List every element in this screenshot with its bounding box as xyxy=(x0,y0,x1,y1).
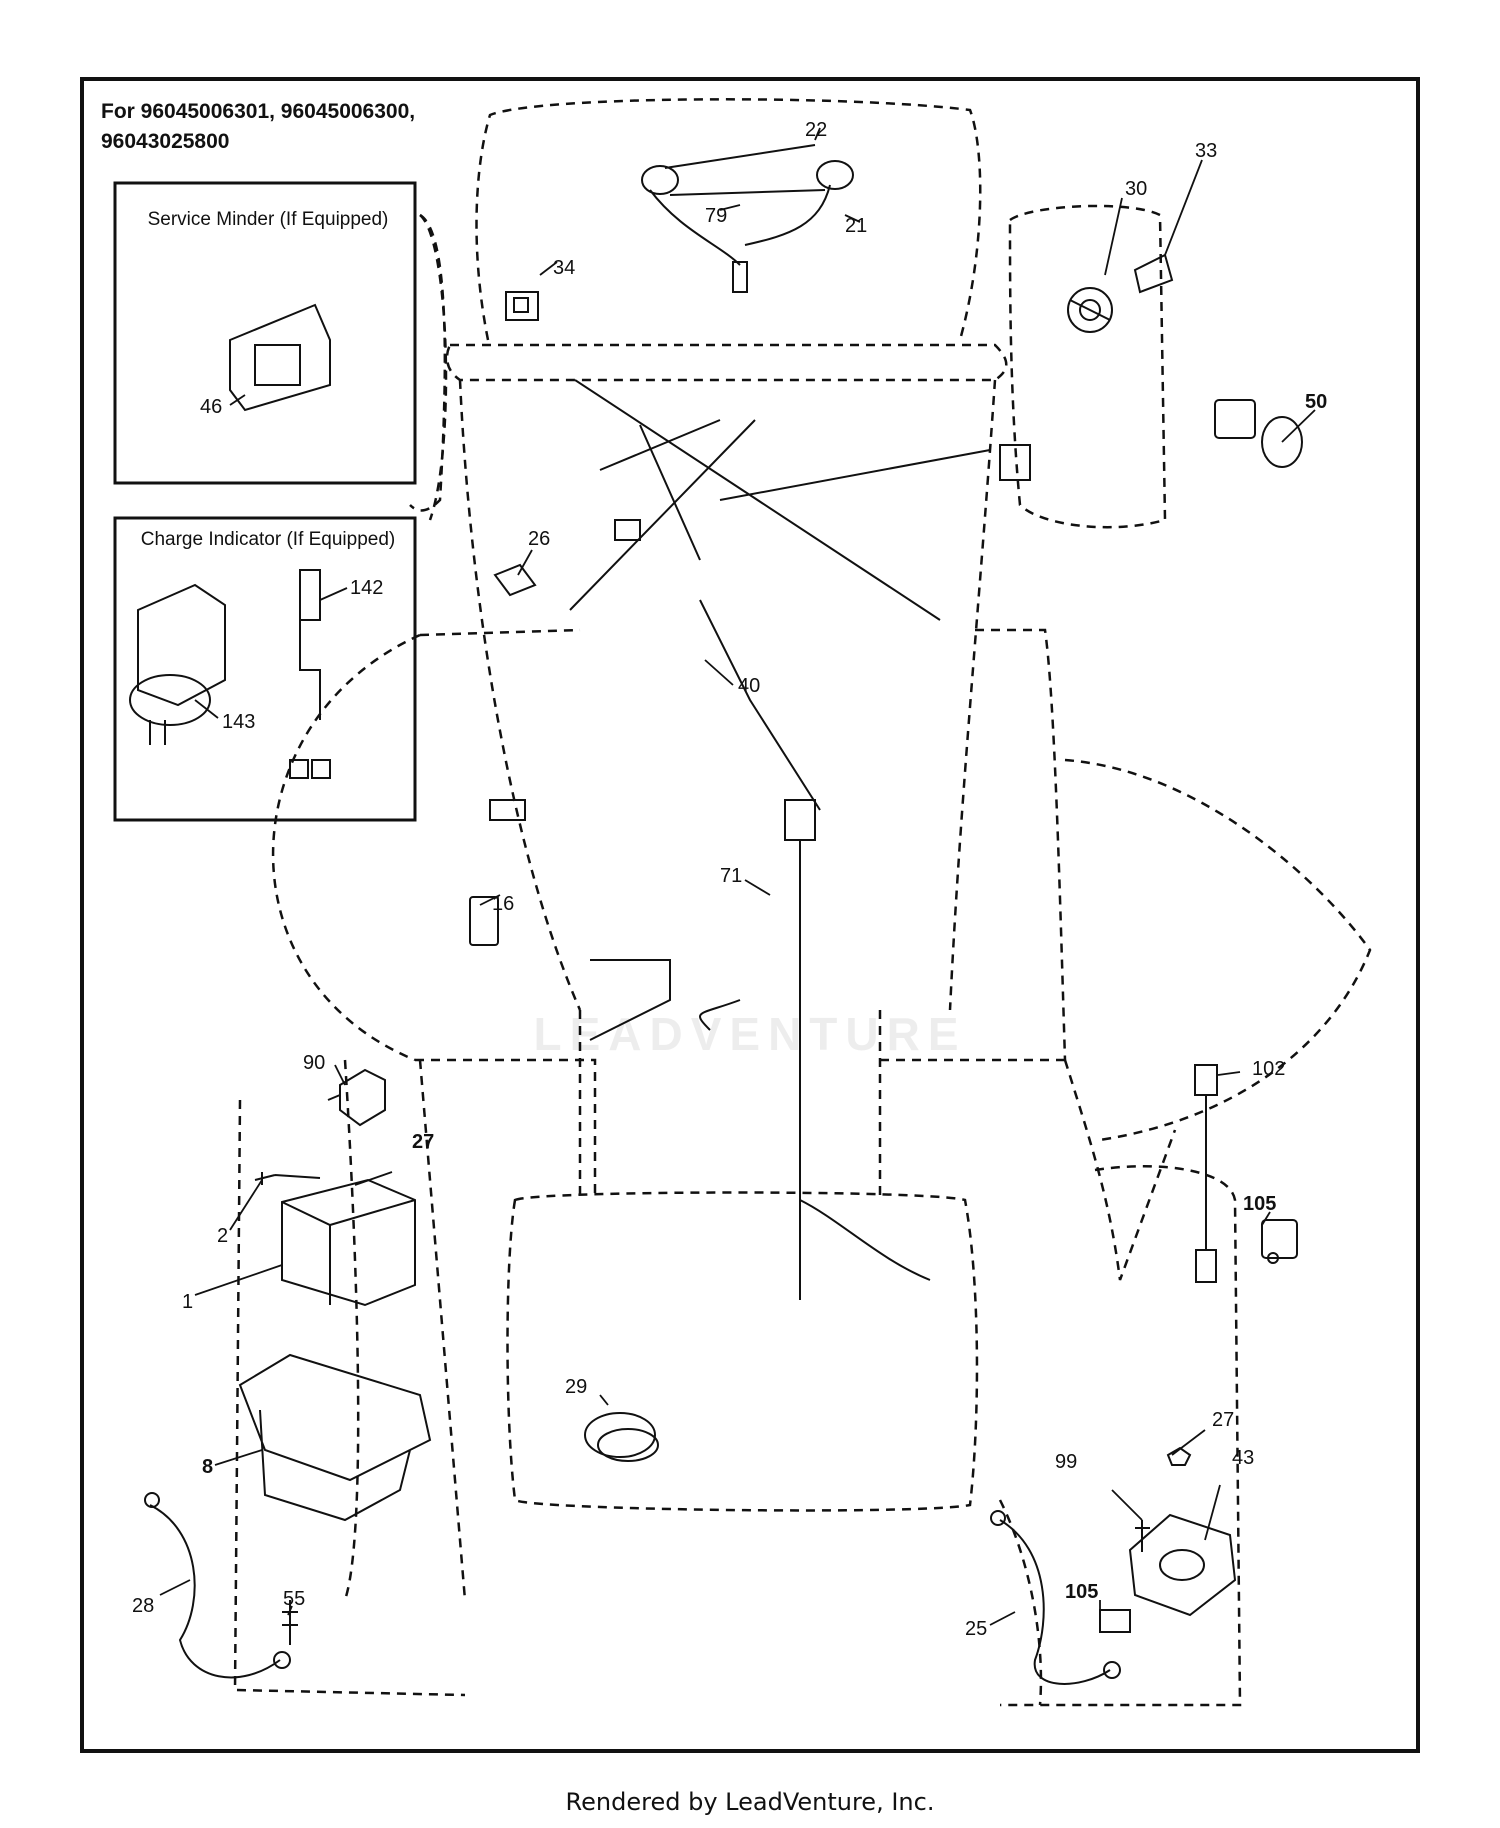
watermark: LEADVENTURE xyxy=(533,1008,966,1060)
callout-90: 90 xyxy=(303,1052,325,1074)
callout-21: 21 xyxy=(845,215,867,237)
charge-indicator-box xyxy=(113,516,417,822)
callout-99: 99 xyxy=(1055,1451,1077,1473)
model-numbers-title: For 96045006301, 96045006300, 9604302580… xyxy=(101,100,416,153)
callout-34: 34 xyxy=(553,257,575,279)
diagram-frame xyxy=(80,77,1420,1753)
callout-25: 25 xyxy=(965,1618,987,1640)
callout-30: 30 xyxy=(1125,178,1147,200)
solenoid-part-105 xyxy=(1261,1219,1298,1264)
starter-part-43 xyxy=(1128,1513,1237,1617)
callout-2: 2 xyxy=(217,1225,228,1247)
callout-40: 40 xyxy=(738,675,760,697)
callout-50: 50 xyxy=(1305,391,1327,413)
service-minder-title: Service Minder (If Equipped) xyxy=(148,209,389,230)
parts-drawing xyxy=(129,144,1303,1685)
callout-105-upper: 105 xyxy=(1243,1193,1276,1215)
ignition-switch-part xyxy=(1067,287,1113,333)
battery-tray-part-8 xyxy=(238,1353,432,1522)
part-callouts: 22 79 21 34 30 33 50 46 142 143 26 40 71… xyxy=(132,119,1327,1640)
diode-part-90 xyxy=(327,1068,386,1127)
clutch-switch-part xyxy=(505,291,539,321)
charge-indicator-part xyxy=(129,583,226,745)
cable-part-25 xyxy=(990,1510,1121,1685)
bolt-part-99 xyxy=(1135,1520,1150,1552)
leader-lines xyxy=(159,127,1316,1626)
harness-part-71 xyxy=(589,799,931,1300)
connector-part-105b xyxy=(1099,1609,1131,1633)
callout-16: 16 xyxy=(492,893,514,915)
charge-indicator-title: Charge Indicator (If Equipped) xyxy=(141,529,396,550)
nut-part-27b xyxy=(1166,1446,1192,1466)
service-minder-box xyxy=(113,181,417,485)
main-harness-part-40 xyxy=(489,379,1031,821)
service-minder-part xyxy=(229,303,331,412)
callout-79: 79 xyxy=(705,205,727,227)
footer-credit: Rendered by LeadVenture, Inc. xyxy=(565,1788,935,1816)
callout-27-top: 27 xyxy=(412,1131,434,1153)
cable-part-28 xyxy=(144,1492,291,1679)
switch-part-33 xyxy=(1133,253,1174,294)
fuse-holder-part-102 xyxy=(1194,1064,1218,1283)
callout-46: 46 xyxy=(200,396,222,418)
callout-28: 28 xyxy=(132,1595,154,1617)
callout-105-lower: 105 xyxy=(1065,1581,1098,1603)
callout-102: 102 xyxy=(1252,1058,1285,1080)
pto-switch-part xyxy=(1214,399,1303,468)
tractor-outline xyxy=(233,98,1372,1707)
battery-bolt-part-2 xyxy=(254,1172,321,1185)
connector-part-16 xyxy=(469,896,499,946)
headlight-harness-part xyxy=(641,144,854,293)
callout-27-lower: 27 xyxy=(1212,1409,1234,1431)
callout-43: 43 xyxy=(1232,1447,1254,1469)
fuse-part-142 xyxy=(289,569,331,779)
callout-143: 143 xyxy=(222,711,255,733)
inset-boxes xyxy=(113,181,417,822)
wire-bundle-part-29 xyxy=(584,1412,659,1462)
callout-29: 29 xyxy=(565,1376,587,1398)
callout-142: 142 xyxy=(350,577,383,599)
relay-part-26 xyxy=(493,563,537,597)
callout-55: 55 xyxy=(283,1588,305,1610)
callout-8: 8 xyxy=(202,1456,213,1478)
callout-71: 71 xyxy=(720,865,742,887)
callout-1: 1 xyxy=(182,1291,193,1313)
callout-22: 22 xyxy=(805,119,827,141)
battery-part-1 xyxy=(281,1178,416,1307)
callout-33: 33 xyxy=(1195,140,1217,162)
callout-26: 26 xyxy=(528,528,550,550)
